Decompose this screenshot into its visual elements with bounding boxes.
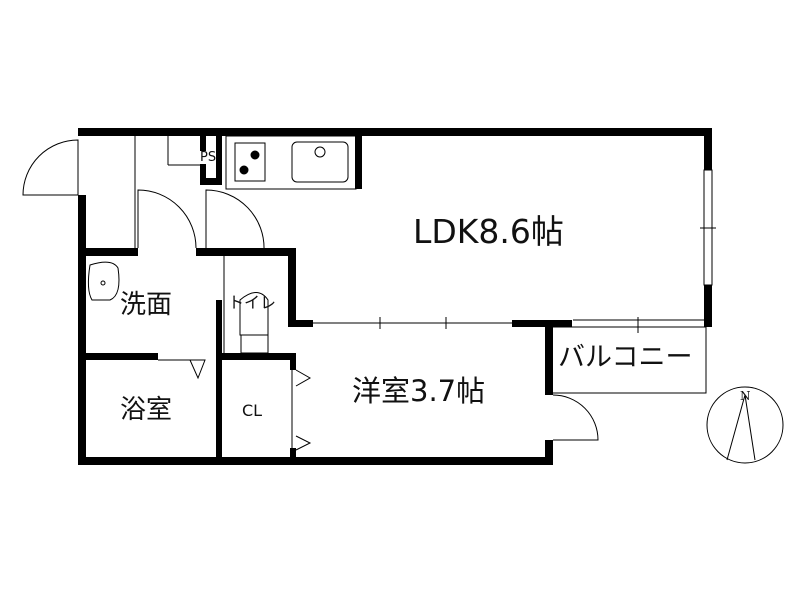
pipe-space-label: PS	[200, 150, 217, 165]
door-swing	[137, 189, 197, 249]
fixtures	[22, 135, 784, 464]
sink-icon	[291, 141, 349, 183]
folding-door	[295, 369, 312, 451]
bath-door	[158, 359, 206, 380]
room-label-washroom: 洗面	[120, 290, 173, 320]
room-label-bathroom: 浴室	[120, 395, 173, 425]
room-label-ldk: LDK8.6帖	[413, 212, 564, 251]
balcony-door-swing	[552, 394, 599, 441]
room-label-balcony: バルコニー	[558, 342, 693, 373]
compass-icon	[706, 386, 784, 464]
door-swing	[205, 189, 265, 251]
entrance-door-swing	[22, 139, 79, 196]
toilet-icon	[239, 292, 269, 336]
room-label-closet: CL	[242, 401, 263, 420]
room-label-toilet: トイレ	[228, 293, 277, 312]
walls	[78, 128, 712, 465]
balcony-outline	[553, 326, 707, 394]
kitchen-counter	[225, 135, 357, 190]
room-label-western-room: 洋室3.7帖	[352, 374, 486, 408]
compass-north-label: N	[740, 389, 751, 403]
stove-icon	[234, 142, 266, 182]
washbasin-icon	[87, 261, 120, 301]
